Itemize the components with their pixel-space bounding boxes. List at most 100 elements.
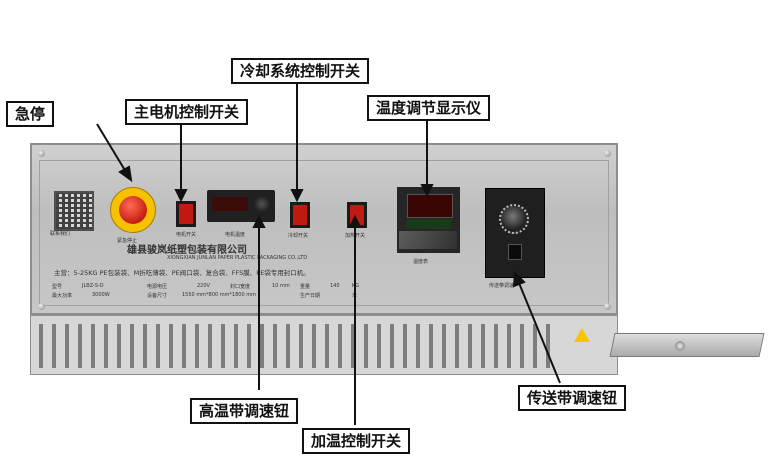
conveyor-speed-knob[interactable] — [499, 204, 529, 234]
temperature-display — [397, 187, 460, 253]
vent-slat — [156, 324, 160, 368]
callout-cooling-switch: 冷却系统控制开关 — [231, 58, 370, 84]
spec-value: 1550 mm*800 mm*1800 mm — [182, 292, 256, 298]
cooling-switch[interactable] — [290, 202, 310, 228]
bolt-icon — [675, 341, 685, 351]
spec-label: 电源电压 — [147, 284, 168, 290]
controller-lcd — [212, 197, 248, 211]
vent-slat — [416, 324, 420, 368]
temp-digits — [407, 194, 453, 218]
vent-slat — [468, 324, 472, 368]
vent-slat — [273, 324, 277, 368]
conveyor-caption: 传送带调速 — [489, 283, 515, 289]
screw-icon — [604, 150, 611, 157]
estop-caption: 紧急停止 — [117, 238, 138, 244]
vent-slat — [533, 324, 537, 368]
vent-slat — [182, 324, 186, 368]
heating-switch[interactable] — [347, 202, 367, 228]
vent-slat — [195, 324, 199, 368]
vent-slat — [325, 324, 329, 368]
sealing-machine: 联系我们 紧急停止 电机开关 电机温度 冷却开关 加热开关 温度表 传送带调速 … — [30, 143, 618, 375]
high-temp-belt-controller — [207, 190, 275, 222]
vent-slat — [351, 324, 355, 368]
vent-slat — [442, 324, 446, 368]
callout-emergency-stop: 急停 — [6, 101, 55, 127]
vent-slat — [520, 324, 524, 368]
vent-slat — [260, 324, 264, 368]
qr-caption: 联系我们 — [50, 231, 71, 237]
vent-slat — [377, 324, 381, 368]
spec-unit: 年 — [352, 293, 358, 299]
vent-slat — [494, 324, 498, 368]
spec-value: 3000W — [92, 292, 110, 298]
vent-slat — [130, 324, 134, 368]
callout-high-temp-belt-knob: 高温带调速钮 — [190, 398, 299, 424]
vent-slat — [338, 324, 342, 368]
spec-value: JLBZ-S-D — [82, 283, 104, 289]
vent-slat — [507, 324, 511, 368]
panel-border — [39, 160, 609, 306]
warning-icon — [574, 328, 590, 342]
vent-slat — [390, 324, 394, 368]
conveyor-power-switch[interactable] — [508, 244, 522, 260]
screw-icon — [38, 150, 45, 157]
emergency-stop-button[interactable] — [110, 187, 156, 233]
motor-temp-caption: 电机温度 — [225, 232, 246, 238]
main-motor-switch[interactable] — [176, 201, 196, 227]
company-name-en: XIONGXIAN JUNLAN PAPER PLASTIC PACKAGING… — [167, 255, 308, 261]
vent-slat — [78, 324, 82, 368]
vent-slat — [481, 324, 485, 368]
vent-slat — [169, 324, 173, 368]
callout-temp-display: 温度调节显示仪 — [367, 95, 491, 121]
company-name: 雄县骏岚纸塑包装有限公司 — [127, 245, 247, 256]
spec-unit: KG — [352, 283, 360, 289]
vent-slat — [52, 324, 56, 368]
vent-slat — [429, 324, 433, 368]
products-text: 主营：5-25KG PE包装袋、M折吃薄袋、PE阀口袋、复合袋、FFS膜、PE袋… — [54, 269, 310, 277]
spec-label: 最大功率 — [52, 293, 73, 299]
spec-label: 封口宽度 — [230, 284, 251, 290]
callout-conveyor-speed-knob: 传送带调速钮 — [518, 385, 627, 411]
spec-value: 10 mm — [272, 283, 290, 289]
vent-slat — [221, 324, 225, 368]
cooling-switch-caption: 冷却开关 — [288, 233, 309, 239]
vent-slat — [364, 324, 368, 368]
machine-body — [30, 315, 618, 375]
vent-slats — [39, 324, 559, 368]
control-panel: 联系我们 紧急停止 电机开关 电机温度 冷却开关 加热开关 温度表 传送带调速 … — [30, 143, 618, 315]
vent-slat — [403, 324, 407, 368]
high-temp-belt-knob[interactable] — [254, 196, 270, 212]
callout-heating-switch: 加温控制开关 — [302, 428, 411, 454]
vent-slat — [117, 324, 121, 368]
vent-slat — [247, 324, 251, 368]
vent-slat — [546, 324, 550, 368]
vent-slat — [39, 324, 43, 368]
spec-label: 生产日期 — [300, 293, 321, 299]
spec-label: 型号 — [52, 284, 63, 290]
vent-slat — [143, 324, 147, 368]
heating-switch-caption: 加热开关 — [345, 233, 366, 239]
vent-slat — [455, 324, 459, 368]
vent-slat — [208, 324, 212, 368]
spec-label: 设备尺寸 — [147, 293, 168, 299]
screw-icon — [38, 303, 45, 310]
conveyor-speed-controller — [485, 188, 545, 278]
motor-switch-caption: 电机开关 — [176, 232, 197, 238]
vent-slat — [104, 324, 108, 368]
estop-knob — [119, 196, 147, 224]
spec-label: 重量 — [300, 284, 311, 290]
spec-value: 140 — [330, 283, 340, 289]
vent-slat — [299, 324, 303, 368]
vent-slat — [65, 324, 69, 368]
temp-setpoint-digits — [407, 219, 451, 229]
vent-slat — [91, 324, 95, 368]
vent-slat — [286, 324, 290, 368]
callout-main-motor-switch: 主电机控制开关 — [125, 99, 249, 125]
qr-code-icon — [54, 191, 94, 231]
screw-icon — [604, 303, 611, 310]
temp-display-caption: 温度表 — [413, 259, 429, 265]
vent-slat — [312, 324, 316, 368]
vent-slat — [234, 324, 238, 368]
conveyor-rail — [609, 333, 765, 357]
spec-value: 220V — [197, 283, 210, 289]
